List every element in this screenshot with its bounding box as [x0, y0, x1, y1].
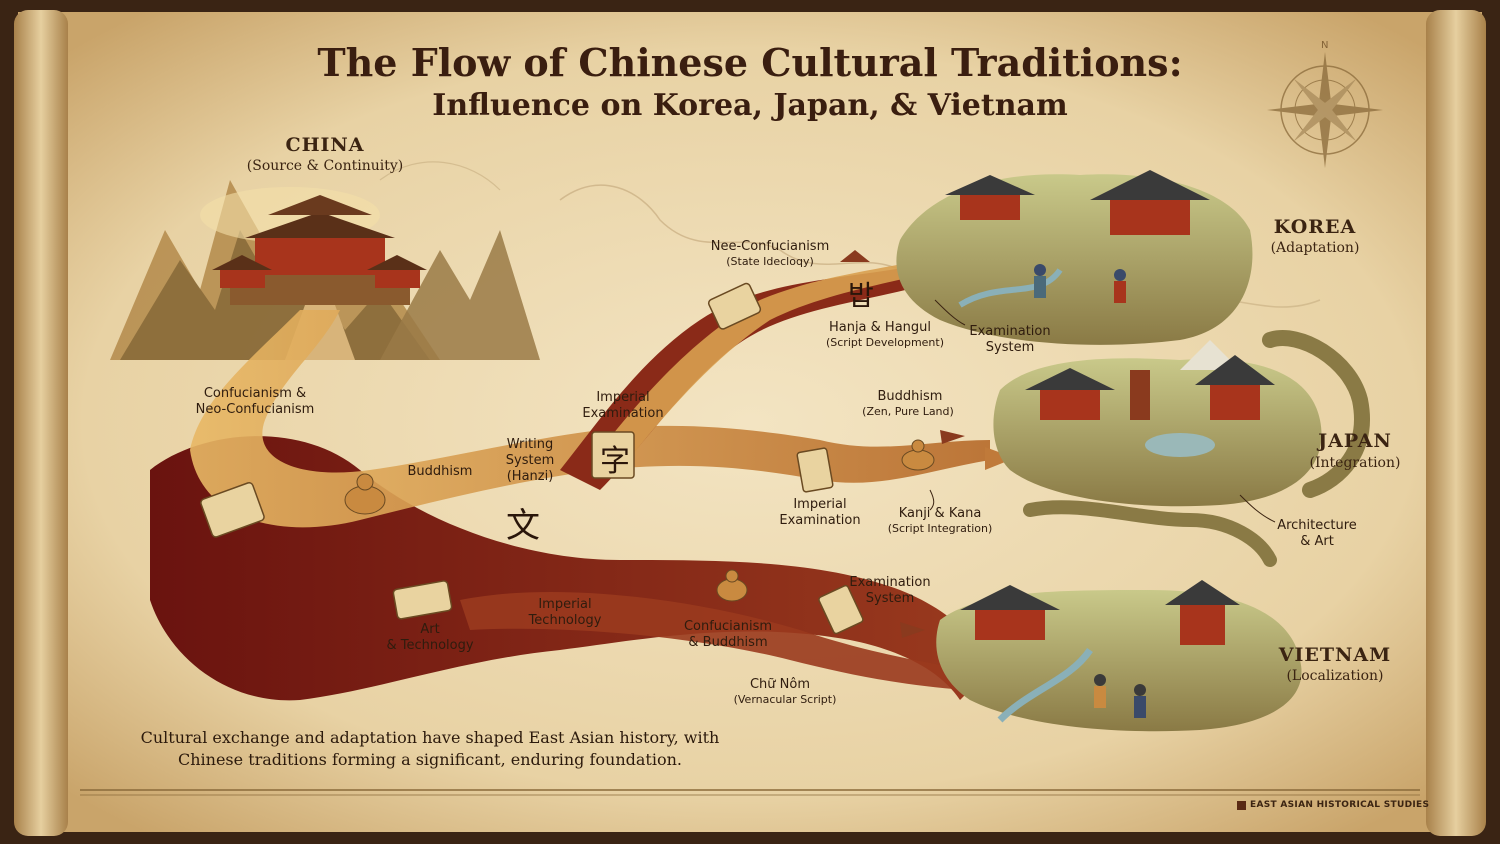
- label-architecture-art: Architecture & Art: [1277, 518, 1357, 549]
- scroll-roll-left: [14, 10, 68, 836]
- region-vietnam-name: VIETNAM: [1278, 644, 1392, 666]
- label-zen-pure-land: (Zen, Pure Land): [862, 405, 954, 418]
- flow-branch-vietnam: [460, 591, 970, 690]
- label-korea-examination: Examination System: [969, 324, 1051, 355]
- label-script-development: (Script Development): [825, 336, 945, 349]
- label-vietnam-examination: Examination System: [849, 575, 931, 606]
- label-imperial-examination: Imperial Examination: [582, 390, 664, 421]
- korea-landscape: [896, 170, 1253, 345]
- credit-text: EAST ASIAN HISTORICAL STUDIES: [1250, 800, 1430, 810]
- japan-landscape: [993, 330, 1370, 567]
- svg-text:N: N: [1321, 40, 1328, 51]
- compass-rose-icon: N: [1267, 40, 1383, 168]
- region-china-name: CHINA: [285, 134, 365, 156]
- buddha-icon: [344, 439, 935, 602]
- palace-icon: [212, 195, 427, 360]
- label-japan-buddhism: Buddhism: [877, 389, 943, 404]
- label-writing-system: Writing System (Hanzi): [505, 437, 555, 484]
- pagoda-icon: [1025, 355, 1275, 420]
- flow-stream-gold: [190, 310, 990, 528]
- glyph-wen: 文: [506, 506, 540, 546]
- pagoda-icon: [945, 170, 1210, 235]
- label-buddhism: Buddhism: [407, 464, 473, 479]
- region-japan-role: (Integration): [1309, 455, 1401, 471]
- label-neo-confucianism: Nee-Confucianism: [710, 239, 830, 254]
- label-confucianism: Confucianism & Neo-Confucianism: [195, 386, 315, 417]
- label-confucianism-buddhism: Confucianism & Buddhism: [683, 619, 773, 650]
- region-japan-name: JAPAN: [1318, 430, 1392, 452]
- region-china-role: (Source & Continuity): [246, 158, 404, 174]
- credit-logo-icon: [1237, 801, 1246, 810]
- region-vietnam-role: (Localization): [1286, 668, 1384, 684]
- footer-caption: Cultural exchange and adaptation have sh…: [140, 728, 720, 769]
- region-korea-role: (Adaptation): [1270, 240, 1360, 256]
- vietnam-landscape: [936, 580, 1302, 732]
- scroll-roll-right: [1426, 10, 1486, 836]
- label-art-technology: Art & Technology: [386, 622, 474, 653]
- label-imperial-technology: Imperial Technology: [528, 597, 602, 628]
- label-script-integration: (Script Integration): [887, 522, 993, 535]
- label-state-ideology: (State Idecloqy): [726, 255, 814, 268]
- title-line-2: Influence on Korea, Japan, & Vietnam: [432, 88, 1068, 123]
- glyph-zi: 字: [600, 444, 630, 479]
- region-korea-name: KOREA: [1273, 216, 1357, 238]
- label-hanja-hangul: Hanja & Hangul: [828, 320, 932, 335]
- glyph-bap: 밥: [848, 279, 874, 312]
- label-chu-nom: Chữ Nôm: [749, 677, 811, 692]
- label-japan-imperial-examination: Imperial Examination: [779, 497, 861, 528]
- scroll-icon: [200, 282, 864, 635]
- title-line-1: The Flow of Chinese Cultural Traditions:: [317, 40, 1183, 85]
- label-vernacular-script: (Vernacular Script): [733, 693, 837, 706]
- label-kanji-kana: Kanji & Kana: [898, 506, 982, 521]
- pagoda-icon: [960, 580, 1240, 645]
